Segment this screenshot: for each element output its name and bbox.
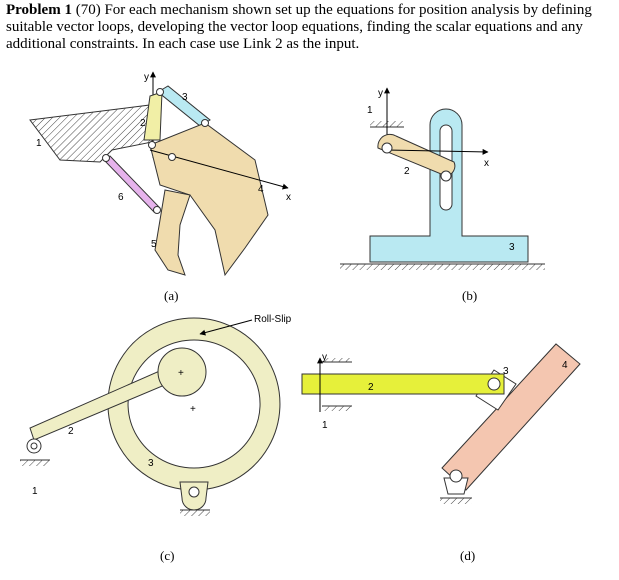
problem-statement: Problem 1 (70) For each mechanism shown … xyxy=(6,2,614,53)
figure-a-link-6 xyxy=(103,155,161,213)
figure-d-link-label-1: 1 xyxy=(322,420,328,431)
figure-d-caption: (d) xyxy=(460,548,475,563)
figure-d-link-label-2: 2 xyxy=(368,382,374,393)
figure-b-y-axis-label: y xyxy=(378,88,383,99)
figure-a-link-5 xyxy=(154,189,191,276)
figure-c-link-label-3: 3 xyxy=(148,458,154,469)
figure-c-roller xyxy=(157,347,207,397)
figure-a-link-4 xyxy=(149,122,269,277)
figure-c-ring-center-mark: + xyxy=(190,404,196,415)
figure-a-joint xyxy=(148,141,156,149)
problem-text: For each mechanism shown set up the equa… xyxy=(6,2,592,52)
figure-c-callout-roll-slip: Roll-Slip xyxy=(254,314,292,325)
figure-b-ground xyxy=(340,264,545,270)
figure-a-joint xyxy=(201,119,209,127)
figure-d-ground-bottom xyxy=(322,406,352,411)
figure-d-ground-top xyxy=(322,358,352,362)
figure-a-ground xyxy=(29,104,153,163)
figure-b-link-label-2: 2 xyxy=(404,166,410,177)
figure-c-ground-bottom xyxy=(180,510,210,516)
figure-d-y-axis-label: y xyxy=(322,352,327,363)
figure-a-link-label-5: 5 xyxy=(151,239,157,250)
figure-b-link-label-1: 1 xyxy=(367,105,373,116)
figure-d-joint xyxy=(487,377,501,391)
figure-c-joint xyxy=(188,486,200,498)
figure-b-link-label-3: 3 xyxy=(509,242,515,253)
figure-c-center-mark: + xyxy=(178,368,184,379)
problem-heading: Problem 1 xyxy=(6,2,72,18)
figure-a-joint xyxy=(156,88,164,96)
figure-a-link-label-4: 4 xyxy=(258,184,264,195)
figure-b-caption: (b) xyxy=(462,288,477,303)
figure-d: y 1 2 3 4 (d) xyxy=(301,343,581,563)
figure-b-x-axis-label: x xyxy=(484,158,489,169)
figure-a-link-label-6: 6 xyxy=(118,192,124,203)
figure-d-ground-pivot xyxy=(440,498,472,504)
figure-d-link-label-3: 3 xyxy=(503,366,509,377)
figure-c-ground-left xyxy=(20,460,50,466)
figure-a-link-label-1: 1 xyxy=(36,138,42,149)
figure-a-y-axis-label: y xyxy=(144,72,149,83)
figure-b-joint xyxy=(440,170,452,182)
figure-d-link-2 xyxy=(301,373,505,395)
figure-a-link-label-2: 2 xyxy=(140,118,146,129)
figure-d-link-label-4: 4 xyxy=(562,360,568,371)
figure-c-link-label-2: 2 xyxy=(68,426,74,437)
figure-a-joint xyxy=(168,153,176,161)
figure-a-joint xyxy=(102,154,110,162)
figure-b: y x 1 2 3 (b) xyxy=(340,87,545,303)
figure-a: y x 1 2 3 4 5 6 (a) xyxy=(29,71,291,303)
figure-a-link-label-3: 3 xyxy=(182,92,188,103)
figure-a-joint xyxy=(153,206,161,214)
figure-c: + + Roll-Slip 1 2 3 (c) xyxy=(20,314,292,563)
figure-c-caption: (c) xyxy=(160,548,174,563)
figure-a-link-3 xyxy=(157,85,211,127)
figure-c-link-label-1: 1 xyxy=(32,486,38,497)
figure-d-link-4 xyxy=(441,343,581,491)
figure-a-x-axis-label: x xyxy=(286,192,291,203)
figure-b-joint xyxy=(381,142,393,154)
problem-points: (70) xyxy=(75,2,101,18)
figure-d-ground-joint xyxy=(449,469,463,483)
figure-a-caption: (a) xyxy=(164,288,178,303)
